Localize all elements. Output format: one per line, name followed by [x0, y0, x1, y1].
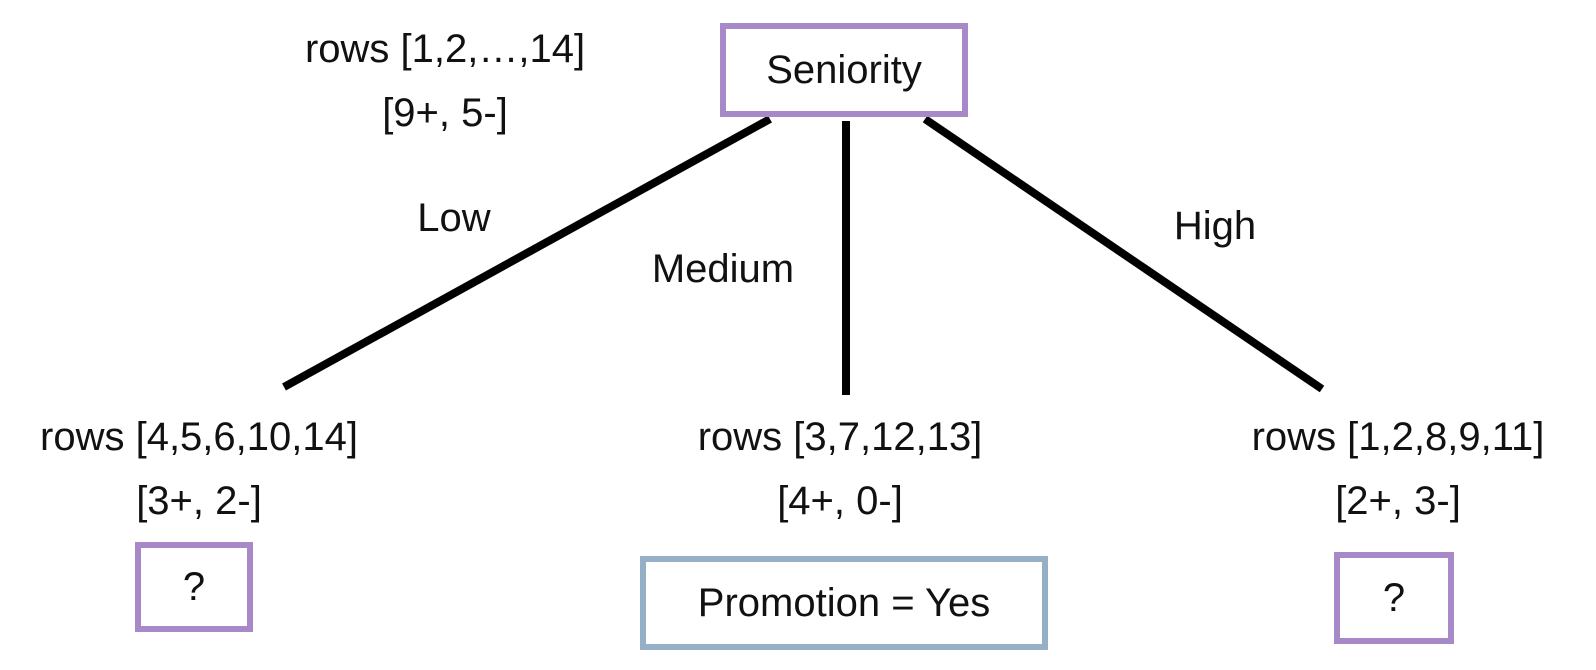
edge-low: [282, 115, 772, 391]
low-leaf-unknown: ?: [135, 542, 253, 632]
low-rows-label: rows [4,5,6,10,14]: [40, 415, 358, 459]
edge-label-low: Low: [417, 196, 491, 240]
medium-rows-label: rows [3,7,12,13]: [697, 415, 983, 459]
root-node-seniority: Seniority: [720, 23, 968, 117]
edge-label-high: High: [1173, 204, 1257, 248]
medium-leaf-promotion-yes: Promotion = Yes: [640, 556, 1048, 650]
edge-label-medium: Medium: [651, 247, 795, 291]
low-class-counts: [3+, 2-]: [136, 479, 262, 523]
high-class-counts: [2+, 3-]: [1335, 479, 1461, 523]
high-leaf-unknown: ?: [1334, 552, 1454, 644]
root-rows-label: rows [1,2,…,14]: [304, 27, 586, 71]
edge-high: [922, 115, 1325, 393]
high-rows-label: rows [1,2,8,9,11]: [1251, 415, 1545, 459]
root-class-counts: [9+, 5-]: [382, 91, 508, 135]
medium-class-counts: [4+, 0-]: [777, 479, 903, 523]
